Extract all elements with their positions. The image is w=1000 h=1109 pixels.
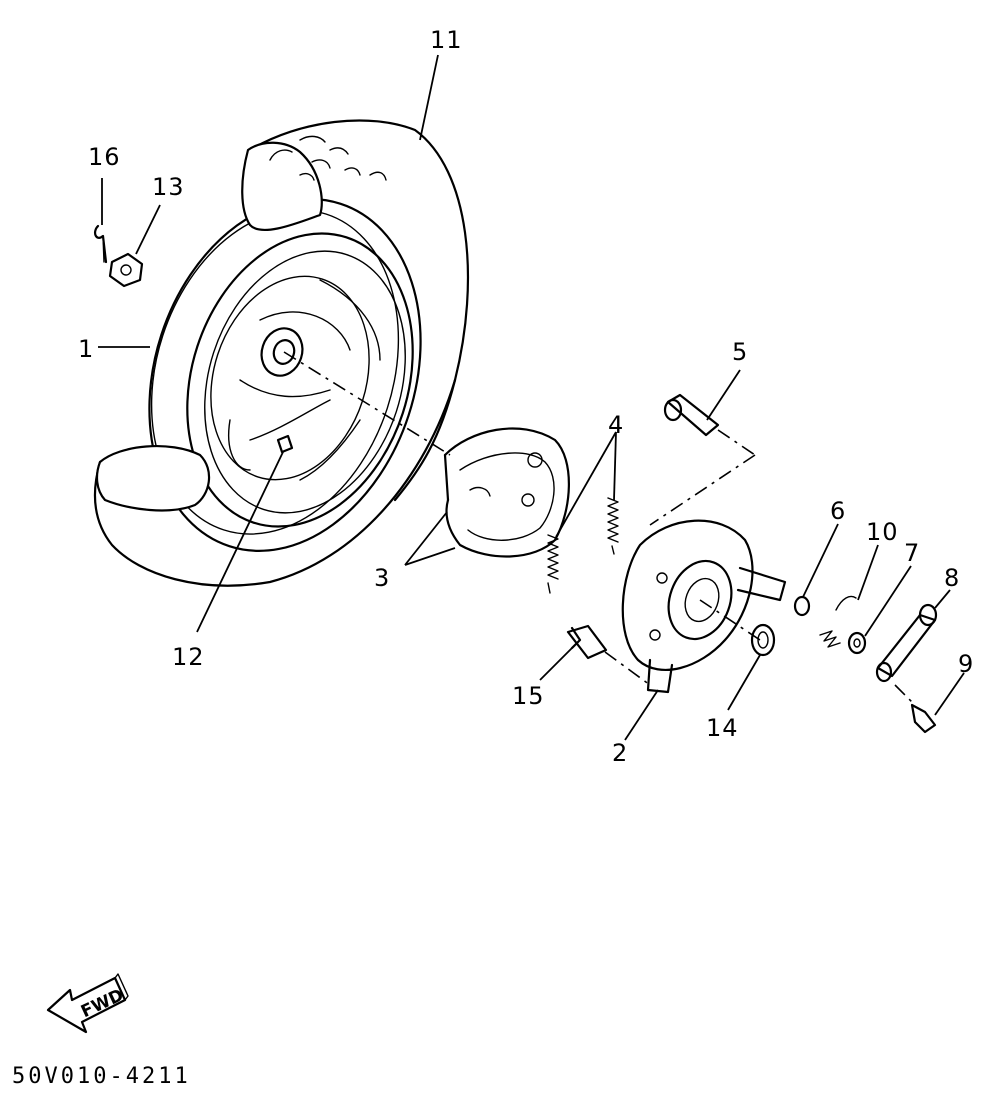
callout-1: 1	[78, 335, 95, 363]
diagram-code: 50V010-4211	[12, 1064, 191, 1089]
callout-7: 7	[904, 539, 921, 567]
callout-6: 6	[830, 497, 847, 525]
callout-11: 11	[430, 26, 463, 54]
brake-plate-illustration	[621, 519, 787, 694]
callout-10: 10	[866, 518, 899, 546]
callout-2: 2	[612, 739, 629, 767]
callout-12: 12	[172, 643, 205, 671]
small-parts-illustration	[94, 224, 938, 734]
leader-lines	[98, 54, 965, 741]
callout-9: 9	[958, 650, 975, 678]
brake-shoe-illustration	[443, 427, 570, 558]
callout-8: 8	[944, 564, 961, 592]
center-lines	[283, 351, 916, 706]
callout-5: 5	[732, 338, 749, 366]
fwd-arrow-icon: FWD	[46, 973, 129, 1034]
callout-13: 13	[152, 173, 185, 201]
wheel-illustration	[93, 119, 470, 587]
callout-15: 15	[512, 682, 545, 710]
callout-16: 16	[88, 143, 121, 171]
camshaft-illustration	[663, 393, 720, 437]
callout-4: 4	[608, 411, 625, 439]
callout-14: 14	[706, 714, 739, 742]
callout-3: 3	[374, 564, 391, 592]
springs-illustration	[547, 497, 619, 594]
